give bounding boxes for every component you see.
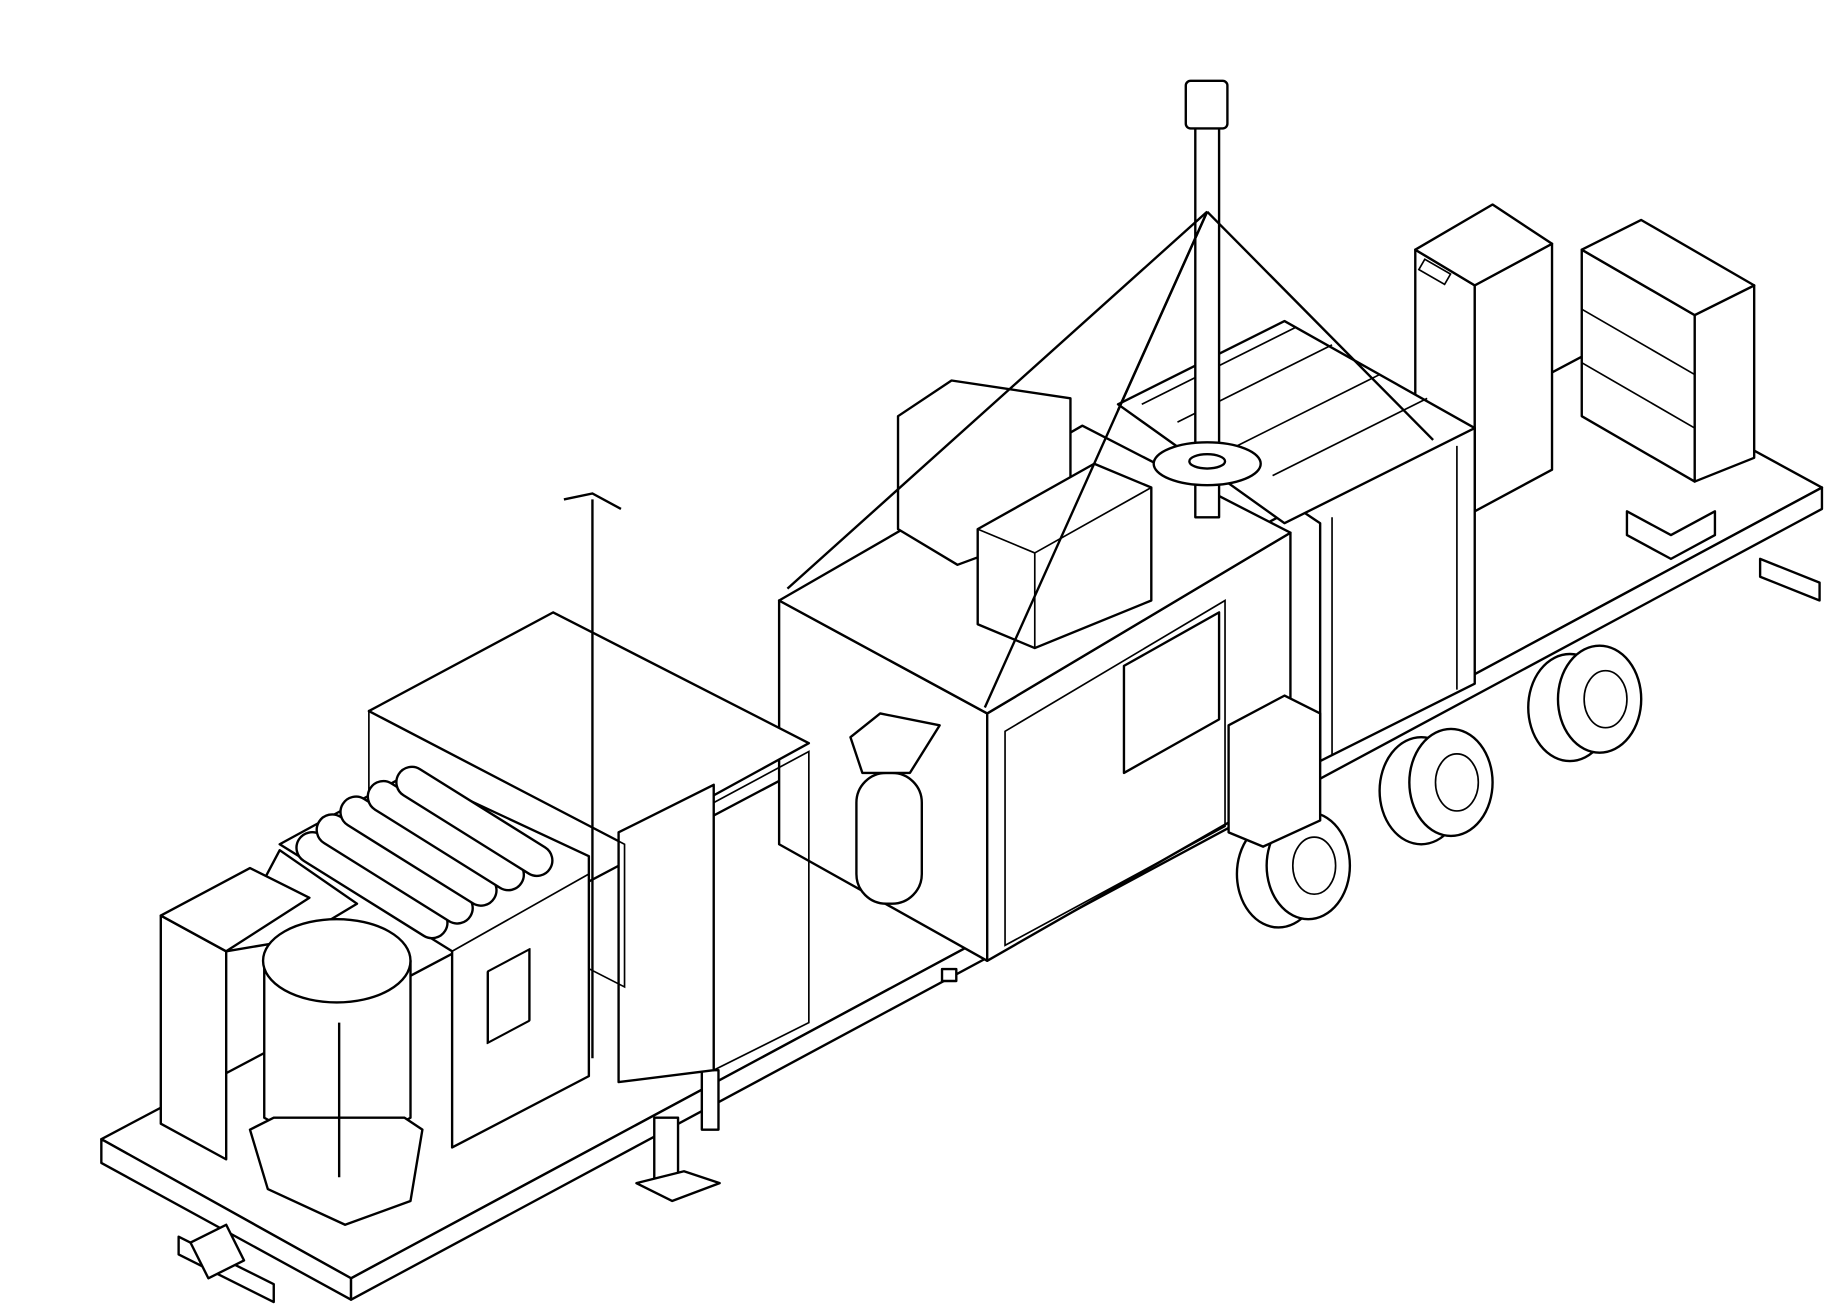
container-window: [1122, 611, 1221, 775]
guy-wire: [786, 210, 1208, 590]
hitch-plate: [189, 1223, 246, 1280]
guy-wire: [1116, 211, 1209, 411]
rear-cabinets: [1414, 203, 1756, 561]
main-container: [777, 379, 1322, 962]
gas-cylinders: [278, 765, 591, 1149]
wheels: [1235, 644, 1643, 929]
mast: [786, 79, 1434, 708]
water-tank: [248, 917, 424, 1226]
front-cabinet: [159, 849, 359, 1161]
roof-boxes: [896, 379, 1153, 650]
junction-box: [1227, 694, 1322, 848]
equipment-frame: [367, 492, 811, 1084]
hvac-unit: [849, 712, 941, 905]
landing-gear: [635, 1068, 721, 1203]
small-box: [940, 967, 958, 983]
guy-wire: [1206, 210, 1434, 441]
